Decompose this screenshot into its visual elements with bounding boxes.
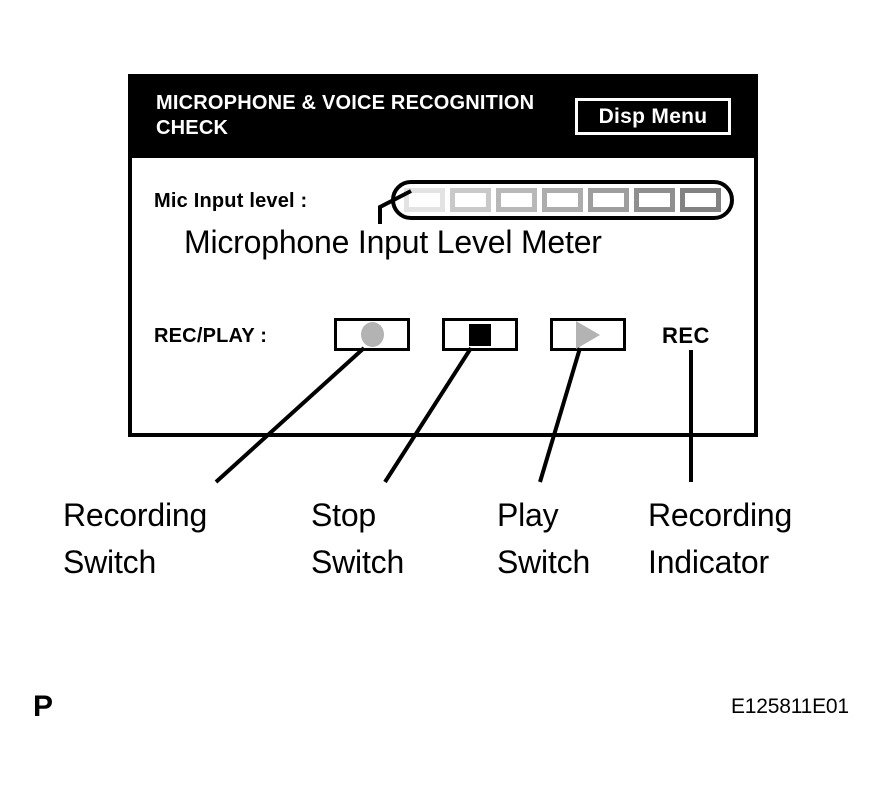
recording-indicator-status: REC [662,323,710,348]
mic-input-level-meter-caption: Microphone Input Level Meter [184,224,602,260]
play-switch-button[interactable] [550,318,626,351]
record-circle-icon [360,322,384,347]
meter-segment [634,188,675,212]
play-triangle-icon [576,320,600,349]
panel-header: MICROPHONE & VOICE RECOGNITION CHECK Dis… [132,78,754,158]
stop-switch-button[interactable] [442,318,518,351]
callout-stop-switch: Stop Switch [311,497,405,580]
callout-recording-switch: Recording Switch [63,497,208,580]
mic-input-level-row: Mic Input level : [132,180,754,222]
meter-segment [542,188,583,212]
page-mark: P [33,690,54,723]
disp-menu-button[interactable]: Disp Menu [575,98,731,135]
recording-switch-button[interactable] [334,318,410,351]
meter-segment [496,188,537,212]
meter-segment [680,188,721,212]
page-title: MICROPHONE & VOICE RECOGNITION CHECK [156,92,535,139]
rec-play-row: REC/PLAY : REC [132,318,754,358]
meter-segment [588,188,629,212]
reference-code: E125811E01 [731,695,849,718]
rec-play-label: REC/PLAY : [154,325,268,347]
stop-square-icon [469,323,491,346]
mic-input-level-label: Mic Input level : [154,190,308,212]
callout-recording-indicator: Recording Indicator [648,497,793,580]
callout-play-switch: Play Switch [497,497,591,580]
meter-segment [450,188,491,212]
meter-segment [404,188,445,212]
display-panel: MICROPHONE & VOICE RECOGNITION CHECK Dis… [128,74,758,437]
mic-input-level-meter [391,180,734,220]
